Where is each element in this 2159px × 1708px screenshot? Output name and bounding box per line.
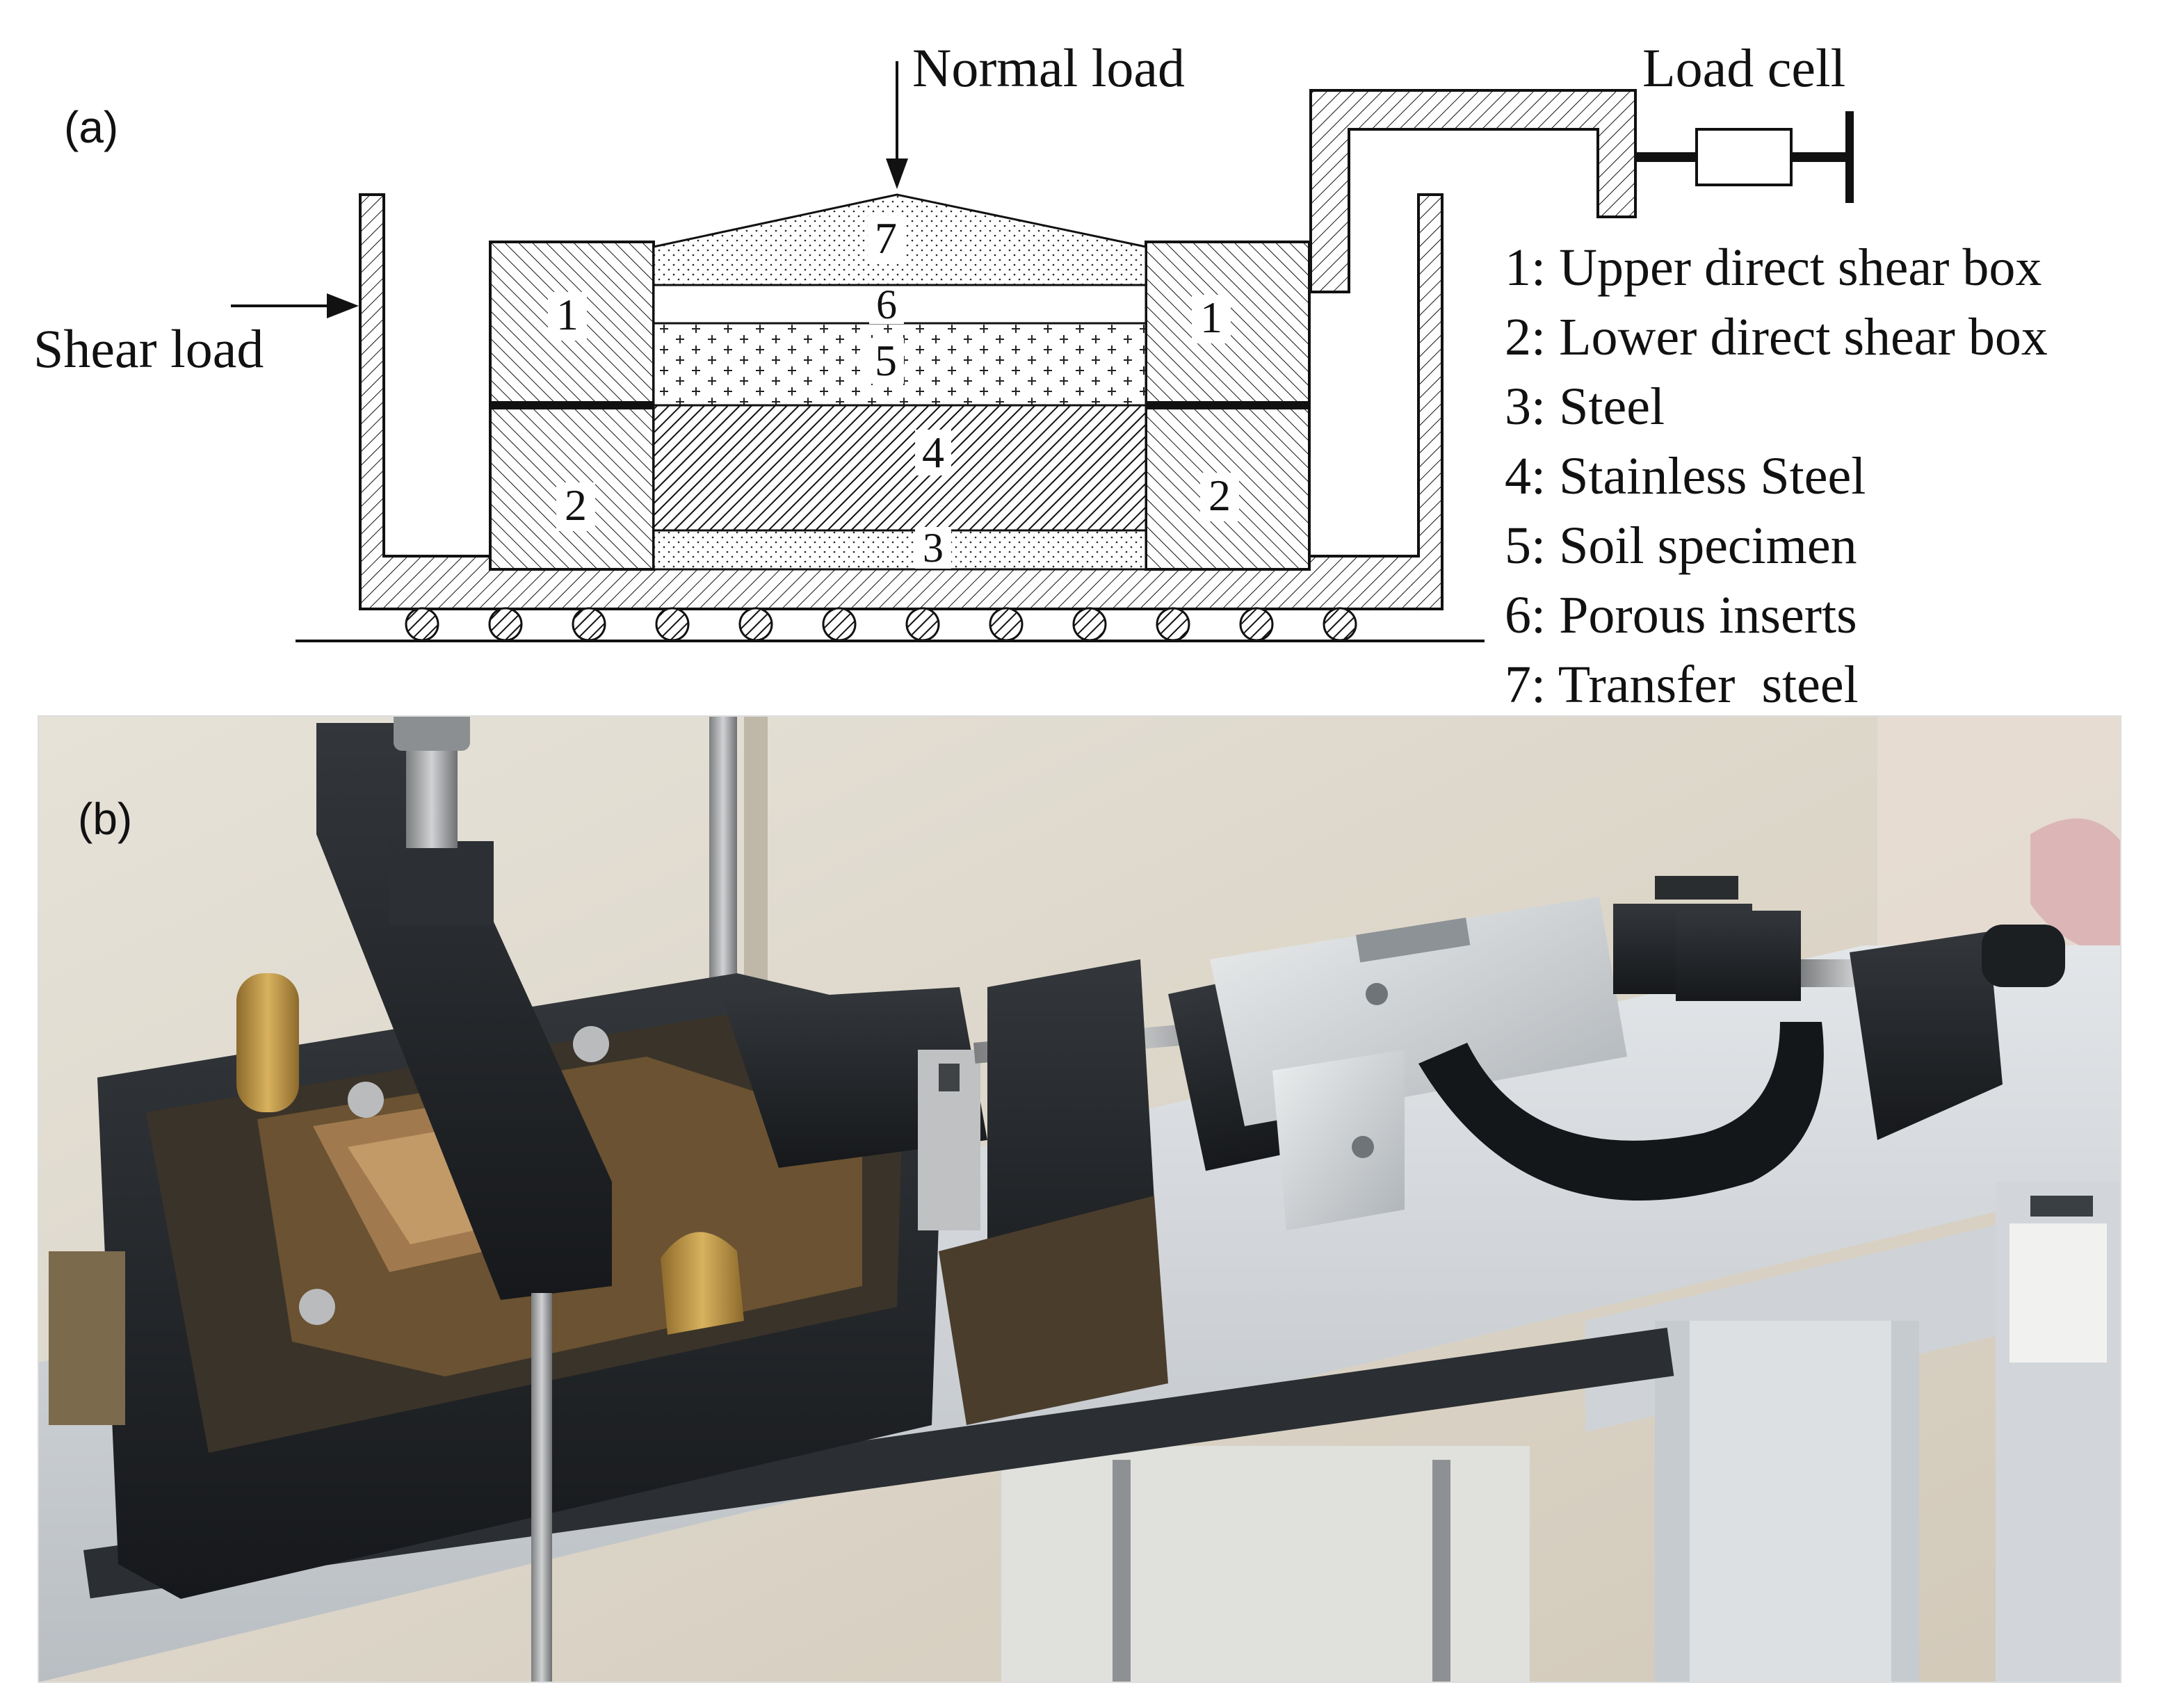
layer-3-steel — [652, 529, 1147, 571]
panel-a-label: (a) — [64, 102, 118, 152]
panel-a-schematic: (a) — [33, 38, 2048, 714]
part-number-1-left: 1 — [556, 290, 579, 339]
specimen-stack: 7 6 5 4 3 — [652, 193, 1147, 571]
shear-load-arrow — [231, 293, 359, 318]
legend-item: 3: Steel — [1505, 377, 1665, 436]
part-number-6: 6 — [876, 282, 897, 327]
upper-box-left: 1 — [489, 241, 655, 407]
shear-box-tray — [359, 193, 1444, 610]
load-cell-label: Load cell — [1642, 38, 1845, 98]
legend-item: 2: Lower direct shear box — [1505, 308, 2048, 366]
part-number-7: 7 — [875, 213, 897, 263]
panel-b-photo: (b) — [38, 715, 2121, 1683]
normal-load-arrow — [886, 61, 908, 189]
panel-b-label: (b) — [78, 794, 132, 844]
normal-load-label: Normal load — [912, 38, 1185, 98]
legend-item: 5: Soil specimen — [1505, 517, 1857, 575]
legend-item: 1: Upper direct shear box — [1505, 238, 2041, 297]
layer-4-stainless-steel — [652, 404, 1147, 532]
part-number-3: 3 — [923, 525, 944, 571]
upper-box-right: 1 — [1145, 241, 1311, 407]
legend-item: 7: Transfer steel — [1505, 656, 1859, 714]
part-number-1-right: 1 — [1200, 293, 1222, 342]
legend: 1: Upper direct shear box 2: Lower direc… — [1505, 238, 2048, 714]
part-number-2-left: 2 — [565, 480, 587, 530]
lower-box-left: 2 — [489, 404, 655, 571]
part-number-2-right: 2 — [1208, 471, 1231, 520]
legend-item: 4: Stainless Steel — [1505, 447, 1866, 505]
lower-box-right: 2 — [1145, 404, 1311, 571]
rollers — [296, 607, 1485, 642]
load-cell-body — [1695, 128, 1793, 186]
shear-load-label: Shear load — [33, 318, 264, 379]
part-number-4: 4 — [922, 428, 944, 477]
load-cell-bracket — [1309, 89, 1854, 293]
legend-item: 6: Porous inserts — [1505, 586, 1857, 644]
part-number-5: 5 — [875, 336, 897, 385]
